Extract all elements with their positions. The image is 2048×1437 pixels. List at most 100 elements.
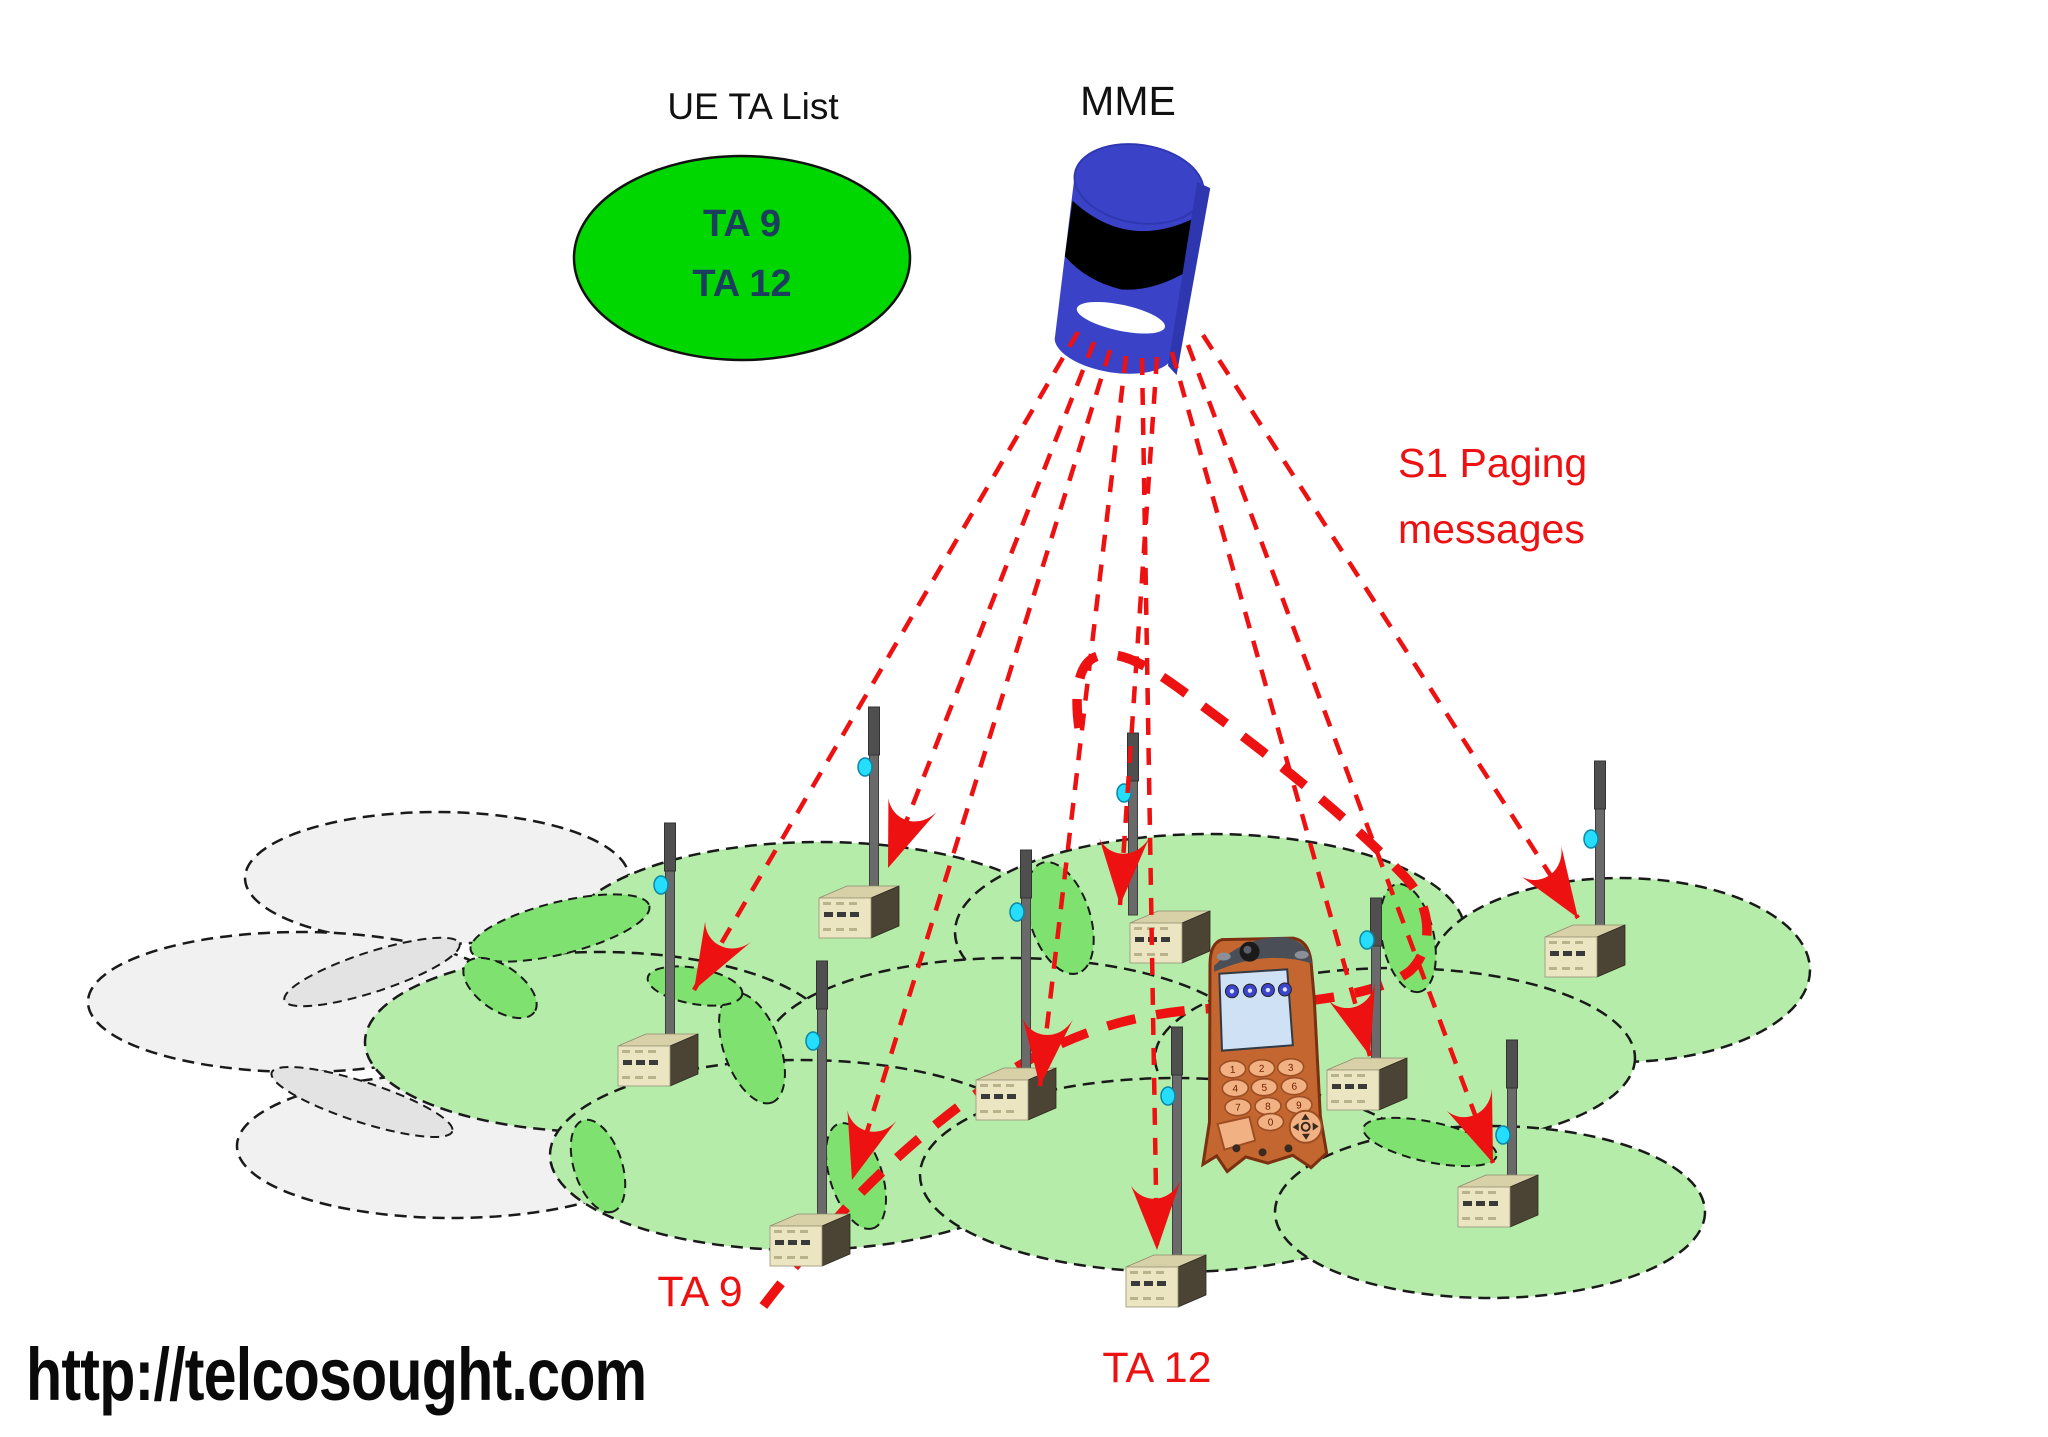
antenna-mast-cap xyxy=(1506,1039,1518,1089)
ue-ta-list-shape xyxy=(572,154,912,362)
camera-lens xyxy=(1243,945,1252,954)
cabinet-label-mark xyxy=(622,1050,630,1053)
phone-key xyxy=(1247,1058,1276,1078)
cabinet-label-mark xyxy=(1130,1271,1138,1274)
cabinet-label-mark xyxy=(1134,953,1142,956)
antenna-mast-cap xyxy=(664,822,676,872)
green-cell-overlap xyxy=(462,956,538,1020)
s1-paging-arrow xyxy=(1022,355,1129,1087)
phone-key xyxy=(1221,1078,1250,1098)
cabinet-label-mark xyxy=(800,1230,808,1233)
cabinet-label-mark xyxy=(980,1110,988,1113)
s1-paging-arrow xyxy=(1099,356,1160,906)
cabinet-vent xyxy=(1157,1281,1166,1286)
cabinet-vent xyxy=(1007,1094,1016,1099)
cabinet-label-mark xyxy=(1160,927,1168,930)
phone-key-digit: 2 xyxy=(1259,1064,1265,1075)
cabinet-label-mark xyxy=(787,1230,795,1233)
cabinet-label-mark xyxy=(787,1256,795,1259)
cabinet-vent xyxy=(775,1240,784,1245)
cabinet-label-mark xyxy=(849,902,857,905)
antenna-mast-cap xyxy=(1370,897,1382,947)
antenna-mast-cap xyxy=(868,706,880,756)
ta9-area-label: TA 9 xyxy=(657,1268,743,1316)
cabinet-label-mark xyxy=(1357,1074,1365,1077)
cabinet-label-mark xyxy=(1344,1100,1352,1103)
phone-dot xyxy=(1232,1144,1241,1153)
cabinet-label-mark xyxy=(1331,1074,1339,1077)
cabinet-label-mark xyxy=(1357,1100,1365,1103)
gray-cell-overlap xyxy=(270,1066,454,1138)
cabinet-label-mark xyxy=(622,1076,630,1079)
cabinet-label-mark xyxy=(1475,1217,1483,1220)
cabinet-label-mark xyxy=(993,1084,1001,1087)
cabinet-label-mark xyxy=(1575,941,1583,944)
cabinet-label-mark xyxy=(1130,1297,1138,1300)
s1-paging-arrow xyxy=(1169,351,1376,1057)
cabinet-label-mark xyxy=(648,1076,656,1079)
cabinet-vent xyxy=(1550,951,1559,956)
base-station xyxy=(1544,760,1626,978)
base-station xyxy=(617,822,699,1087)
cabinet-vent xyxy=(1489,1201,1498,1206)
s1-paging-arrow xyxy=(1201,333,1580,920)
cabinet-label-mark xyxy=(1331,1100,1339,1103)
cabinet-label-mark xyxy=(774,1256,782,1259)
antenna-lamp-icon xyxy=(857,757,873,777)
phone-key-digit: 3 xyxy=(1288,1063,1294,1074)
cabinet-vent xyxy=(788,1240,797,1245)
ta12-area-label: TA 12 xyxy=(1102,1344,1212,1392)
cabinet-label-mark xyxy=(648,1050,656,1053)
phone-top-band xyxy=(1214,937,1313,972)
antenna-mast-cap xyxy=(816,960,828,1010)
cabinet-vent xyxy=(1131,1281,1140,1286)
ue-ta-list-title: UE TA List xyxy=(667,86,839,127)
cabinet-vent xyxy=(1576,951,1585,956)
phone-key xyxy=(1276,1057,1305,1077)
cabinet-vent xyxy=(837,912,846,917)
s1-paging-arrow xyxy=(692,330,1080,992)
antenna-lamp-icon xyxy=(1583,829,1599,849)
antenna-mast-cap xyxy=(1020,849,1032,899)
cabinet-vent xyxy=(636,1060,645,1065)
cabinet-vent xyxy=(1161,937,1170,942)
antenna-mast-cap xyxy=(1594,760,1606,810)
cabinet-label-mark xyxy=(1134,927,1142,930)
cabinet-label-mark xyxy=(993,1110,1001,1113)
phone-key-digit: 1 xyxy=(1230,1065,1236,1076)
phone-key-digit: 0 xyxy=(1268,1117,1274,1128)
phone-key xyxy=(1224,1097,1252,1117)
phone-key xyxy=(1218,1060,1247,1079)
dpad-icon xyxy=(1288,1109,1323,1144)
earpiece-right xyxy=(1294,950,1309,959)
cabinet-front xyxy=(1544,936,1598,978)
cabinet-vent xyxy=(1358,1084,1367,1089)
cabinet-label-mark xyxy=(849,928,857,931)
base-station xyxy=(769,960,851,1267)
gray-cell-overlap xyxy=(283,936,461,1008)
cabinet-label-mark xyxy=(1147,953,1155,956)
cabinet-label-mark xyxy=(635,1050,643,1053)
cabinet-vent xyxy=(850,912,859,917)
base-station xyxy=(1326,897,1408,1111)
mme-icon xyxy=(1054,143,1211,376)
screen-app-icons xyxy=(1224,982,1292,999)
antenna-lamp-icon xyxy=(1359,930,1375,950)
phone-dot xyxy=(1258,1148,1267,1157)
cabinet-label-mark xyxy=(635,1076,643,1079)
phone-screen xyxy=(1218,968,1294,1052)
cabinet-label-mark xyxy=(1143,1297,1151,1300)
antenna-mast-pole xyxy=(665,868,675,1039)
cabinet-label-mark xyxy=(1160,953,1168,956)
cabinet-label-mark xyxy=(823,902,831,905)
cabinet-vent xyxy=(981,1094,990,1099)
phone-key-digit: 7 xyxy=(1235,1103,1241,1114)
antenna-mast-pole xyxy=(869,752,879,891)
cabinet-label-mark xyxy=(1006,1110,1014,1113)
s1-paging-label-line2: messages xyxy=(1398,506,1585,552)
cabinet-vent xyxy=(649,1060,658,1065)
cabinet-label-mark xyxy=(1562,941,1570,944)
antenna-mast-pole xyxy=(1371,943,1381,1063)
